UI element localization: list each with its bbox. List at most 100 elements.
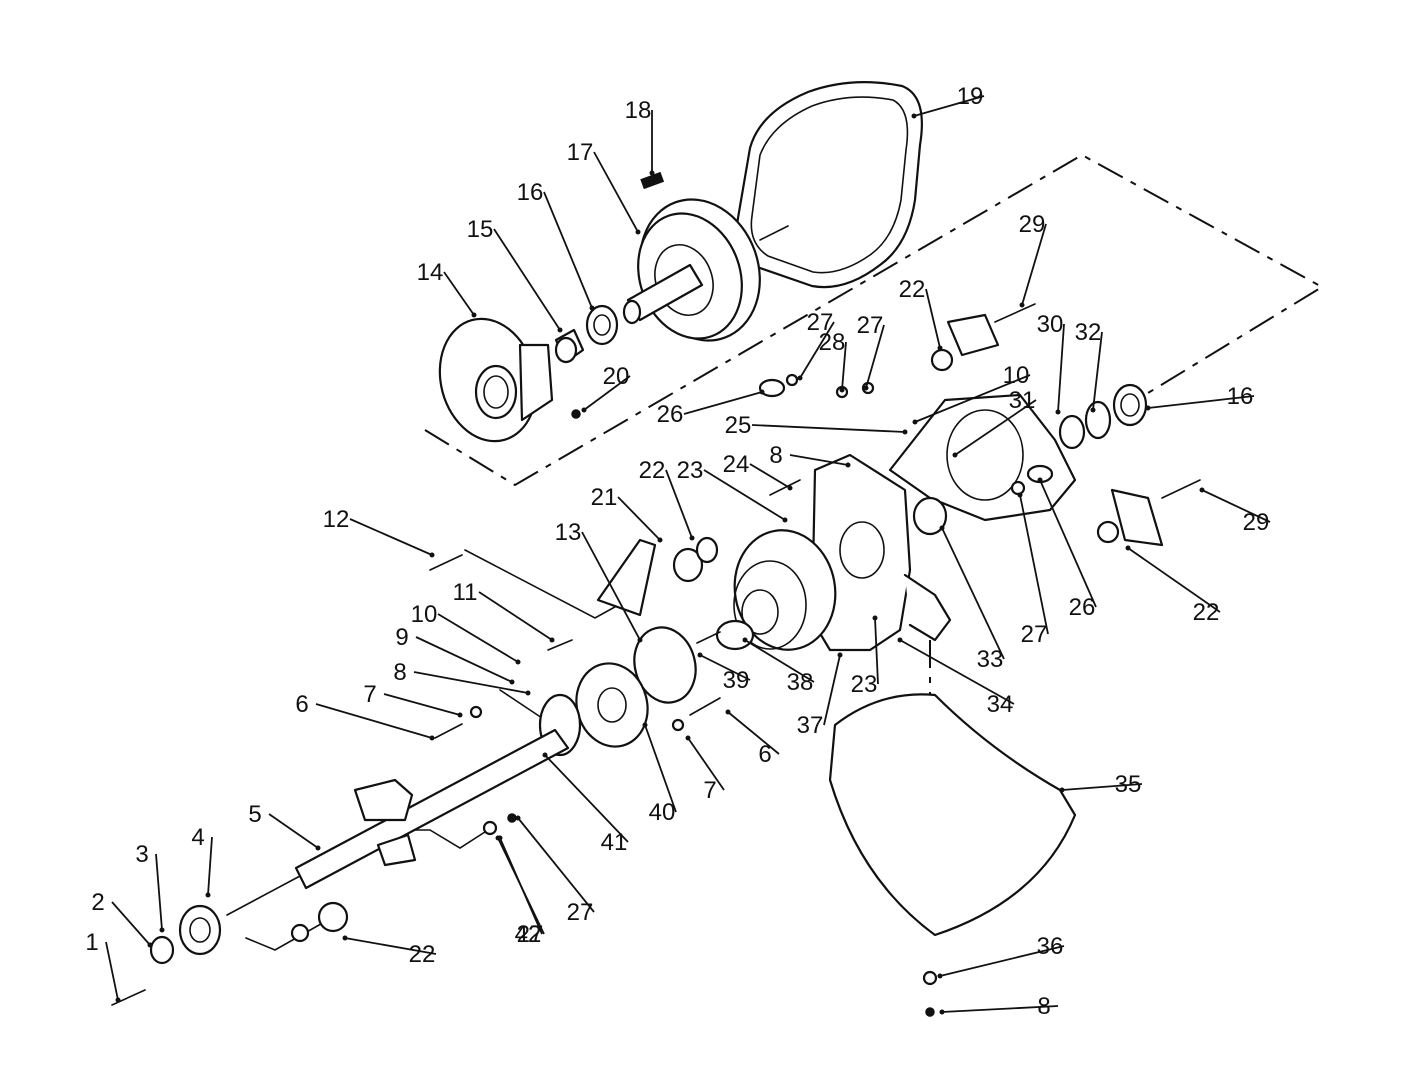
callout-tip	[515, 659, 521, 665]
callout-leader	[1092, 331, 1103, 411]
shield	[828, 693, 1077, 937]
callout-tip	[759, 389, 765, 395]
callout-leader	[727, 711, 780, 755]
callout-number: 13	[555, 519, 582, 546]
callout-number: 14	[417, 259, 444, 286]
callout-number: 9	[395, 624, 408, 651]
callout-number: 31	[1009, 387, 1036, 414]
callout-number: 30	[1037, 311, 1064, 338]
callout-leader	[1201, 489, 1271, 523]
callout-number: 33	[977, 646, 1004, 673]
callout-leader	[207, 836, 213, 896]
callout-tip	[147, 942, 153, 948]
callout-tip	[497, 835, 503, 841]
callout-leader	[349, 518, 433, 556]
callout-tip	[525, 690, 531, 696]
callout-number: 5	[248, 801, 261, 828]
callout-tip	[1145, 405, 1151, 411]
callout-tip	[549, 637, 555, 643]
callout-leader	[478, 591, 553, 641]
callout-tip	[635, 229, 641, 235]
callout-leader	[443, 271, 475, 316]
callout-tip	[1019, 302, 1025, 308]
callout-leader	[499, 837, 543, 935]
main-shaft	[149, 728, 570, 965]
callout-tip	[1199, 487, 1205, 493]
callout-tip	[429, 735, 435, 741]
callout-tip	[429, 552, 435, 558]
callout-leader	[939, 945, 1065, 977]
callout-leader	[593, 151, 639, 233]
callout-number: 10	[411, 601, 438, 628]
callout-number: 29	[1243, 509, 1270, 536]
callout-leader	[105, 941, 119, 1001]
callout-tip	[937, 973, 943, 979]
callout-number: 27	[807, 309, 834, 336]
v-belt	[735, 81, 923, 289]
callout-tip	[1125, 545, 1131, 551]
callout-number: 36	[1037, 933, 1064, 960]
callout-tip	[642, 722, 648, 728]
callout-tip	[457, 712, 463, 718]
callout-tip	[1059, 787, 1065, 793]
callout-tip	[939, 525, 945, 531]
callout-number: 42	[515, 921, 542, 948]
callout-tip	[657, 537, 663, 543]
callout-number: 8	[393, 659, 406, 686]
callout-number: 2	[91, 889, 104, 916]
callout-tip	[205, 892, 211, 898]
callout-tip	[782, 517, 788, 523]
callout-number: 15	[467, 216, 494, 243]
callout-tip	[509, 679, 515, 685]
callout-number: 20	[603, 363, 630, 390]
callout-number: 17	[567, 139, 594, 166]
callout-leader	[644, 724, 677, 813]
callout-tip	[685, 735, 691, 741]
callout-leader	[544, 754, 629, 843]
callout-leader	[583, 375, 631, 411]
callout-number: 26	[657, 401, 684, 428]
callout-number: 4	[191, 824, 204, 851]
callout-leader	[744, 639, 815, 683]
main-housing	[715, 393, 1077, 652]
callout-leader	[899, 639, 1015, 705]
callout-number: 25	[725, 412, 752, 439]
callout-leader	[841, 341, 847, 391]
callout-number: 23	[677, 457, 704, 484]
callout-tip	[689, 535, 695, 541]
callout-number: 24	[723, 451, 750, 478]
callout-number: 12	[323, 506, 350, 533]
callout-leader	[517, 817, 595, 913]
callout-tip	[471, 312, 477, 318]
callout-tip	[1090, 407, 1096, 413]
callout-tip	[863, 385, 869, 391]
callout-tip	[797, 375, 803, 381]
callout-tip	[742, 637, 748, 643]
callout-tip	[515, 815, 521, 821]
callout-tip	[902, 429, 908, 435]
callout-tip	[315, 845, 321, 851]
callout-number: 22	[1193, 599, 1220, 626]
callout-leader	[543, 191, 593, 309]
callout-number: 28	[819, 329, 846, 356]
callout-tip	[557, 327, 563, 333]
callout-leader	[617, 496, 661, 541]
callout-number: 8	[769, 442, 782, 469]
callout-number: 10	[1003, 362, 1030, 389]
callout-leader	[437, 613, 519, 663]
callout-number: 40	[649, 799, 676, 826]
callout-number: 27	[857, 312, 884, 339]
callout-number: 8	[1037, 993, 1050, 1020]
callout-tip	[649, 170, 655, 176]
callout-leader	[683, 391, 763, 415]
callout-leader	[914, 374, 1031, 423]
callout-leader	[941, 1005, 1059, 1013]
left-bearing-group	[438, 304, 619, 443]
callout-leader	[865, 324, 885, 389]
callout-number: 7	[703, 777, 716, 804]
callout-number: 3	[135, 841, 148, 868]
callout-number: 22	[899, 276, 926, 303]
callout-leader	[1039, 479, 1097, 608]
callout-leader	[954, 399, 1037, 456]
brackets	[596, 313, 1164, 617]
